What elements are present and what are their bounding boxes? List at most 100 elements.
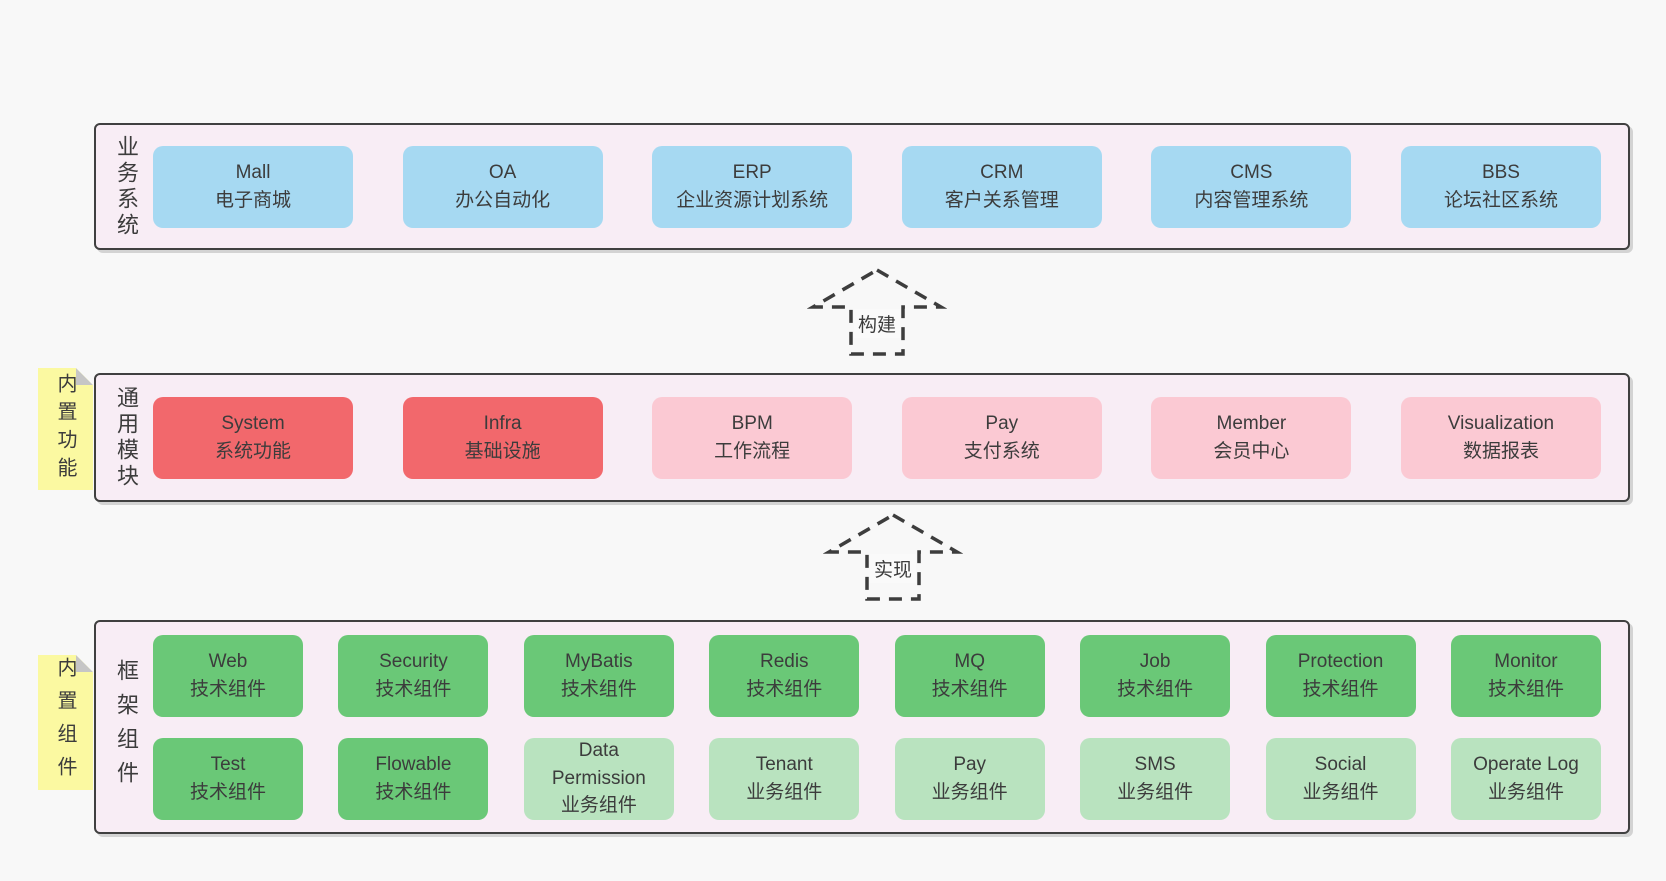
- box-tenant: Tenant 业务组件: [709, 737, 860, 820]
- sticky-note-builtin-components: 内置组件: [38, 655, 93, 790]
- note-text: 内置组件: [54, 656, 76, 789]
- box-title: SMS: [1134, 753, 1176, 775]
- box-subtitle: 业务组件: [746, 781, 823, 803]
- layer-common-modules: 通用模块 System 系统功能 Infra 基础设施 BPM 工作流程 Pay: [94, 373, 1630, 502]
- box-sms: SMS 业务组件: [1080, 737, 1231, 820]
- box-title: MyBatis: [565, 650, 633, 672]
- arrow-label: 实现: [869, 554, 917, 583]
- up-arrow-icon: [807, 267, 947, 356]
- box-title: BBS: [1481, 161, 1520, 183]
- box-title: ERP: [732, 161, 772, 183]
- box-subtitle: 基础设施: [464, 440, 541, 462]
- box-title: MQ: [954, 650, 985, 672]
- box-monitor: Monitor 技术组件: [1450, 634, 1601, 717]
- box-subtitle: 技术组件: [189, 678, 266, 700]
- box-subtitle: 技术组件: [375, 678, 452, 700]
- box-bpm: BPM 工作流程: [652, 396, 853, 479]
- box-title: Job: [1139, 650, 1171, 672]
- layer-business-systems: 业务系统 Mall 电子商城 OA 办公自动化 ERP 企业资源计划系统 CRM: [94, 123, 1630, 250]
- box-subtitle: 业务组件: [560, 795, 637, 817]
- box-visualization: Visualization 数据报表: [1400, 396, 1601, 479]
- arrow-label: 构建: [853, 309, 901, 338]
- box-subtitle: 业务组件: [1487, 781, 1564, 803]
- box-title: Protection: [1297, 650, 1384, 672]
- box-subtitle: 工作流程: [714, 440, 791, 462]
- box-bbs: BBS 论坛社区系统: [1400, 145, 1601, 228]
- box-test: Test 技术组件: [153, 737, 303, 820]
- box-title: Test: [210, 753, 246, 775]
- box-infra: Infra 基础设施: [402, 396, 603, 479]
- box-mall: Mall 电子商城: [153, 145, 353, 228]
- box-mq: MQ 技术组件: [894, 634, 1045, 717]
- box-subtitle: 数据报表: [1462, 440, 1539, 462]
- box-rows: Mall 电子商城 OA 办公自动化 ERP 企业资源计划系统 CRM 客户关系…: [153, 125, 1601, 248]
- arrow-implement: 实现: [823, 512, 963, 602]
- layer-label-text: 框架组件: [114, 659, 139, 795]
- box-subtitle: 内容管理系统: [1194, 189, 1309, 211]
- box-web: Web 技术组件: [153, 634, 303, 717]
- box-row: Mall 电子商城 OA 办公自动化 ERP 企业资源计划系统 CRM 客户关系…: [153, 145, 1601, 228]
- layer-framework-components: 框架组件 Web 技术组件 Security 技术组件 MyBatis 技术组件…: [94, 620, 1630, 834]
- box-title: Member: [1216, 412, 1287, 434]
- box-title: Monitor: [1494, 650, 1558, 672]
- box-job: Job 技术组件: [1080, 634, 1231, 717]
- box-rows: Web 技术组件 Security 技术组件 MyBatis 技术组件 Redi…: [153, 622, 1601, 832]
- box-subtitle: 技术组件: [1117, 678, 1194, 700]
- box-row: Web 技术组件 Security 技术组件 MyBatis 技术组件 Redi…: [153, 634, 1601, 717]
- layer-label-text: 通用模块: [114, 385, 139, 490]
- box-title: BPM: [731, 412, 773, 434]
- box-mybatis: MyBatis 技术组件: [523, 634, 674, 717]
- box-row: Test 技术组件 Flowable 技术组件 Data Permission …: [153, 737, 1601, 820]
- up-arrow-icon: [823, 512, 963, 601]
- box-title: Data Permission: [551, 740, 646, 789]
- box-erp: ERP 企业资源计划系统: [652, 145, 853, 228]
- box-subtitle: 业务组件: [1302, 781, 1379, 803]
- box-member: Member 会员中心: [1151, 396, 1352, 479]
- box-title: CMS: [1230, 161, 1273, 183]
- box-title: Social: [1314, 753, 1367, 775]
- box-title: Tenant: [755, 753, 813, 775]
- box-subtitle: 电子商城: [214, 189, 291, 211]
- box-title: Infra: [483, 412, 522, 434]
- note-fold-corner: [76, 655, 93, 672]
- box-pay-module: Pay 支付系统: [901, 396, 1102, 479]
- layer-label-modules: 通用模块: [109, 375, 143, 500]
- box-subtitle: 企业资源计划系统: [676, 189, 829, 211]
- box-rows: System 系统功能 Infra 基础设施 BPM 工作流程 Pay 支付系统…: [153, 375, 1601, 500]
- box-title: Web: [208, 650, 248, 672]
- box-subtitle: 客户关系管理: [944, 189, 1059, 211]
- sticky-note-builtin-features: 内置功能: [38, 368, 93, 490]
- box-title: Pay: [953, 753, 987, 775]
- box-subtitle: 技术组件: [1302, 678, 1379, 700]
- box-protection: Protection 技术组件: [1265, 634, 1416, 717]
- layer-label-text: 业务系统: [114, 134, 139, 239]
- box-subtitle: 业务组件: [1117, 781, 1194, 803]
- box-row: System 系统功能 Infra 基础设施 BPM 工作流程 Pay 支付系统…: [153, 396, 1601, 479]
- box-title: Flowable: [375, 753, 452, 775]
- box-subtitle: 技术组件: [375, 781, 452, 803]
- note-text: 内置功能: [54, 373, 76, 485]
- box-subtitle: 技术组件: [1487, 678, 1564, 700]
- box-social: Social 业务组件: [1265, 737, 1416, 820]
- box-title: CRM: [980, 161, 1024, 183]
- box-data-permission: Data Permission 业务组件: [523, 737, 674, 820]
- box-subtitle: 系统功能: [214, 440, 291, 462]
- box-title: Security: [379, 650, 448, 672]
- box-operate-log: Operate Log 业务组件: [1450, 737, 1601, 820]
- box-title: System: [221, 412, 285, 434]
- box-subtitle: 技术组件: [931, 678, 1008, 700]
- box-pay-component: Pay 业务组件: [894, 737, 1045, 820]
- box-oa: OA 办公自动化: [402, 145, 603, 228]
- box-redis: Redis 技术组件: [709, 634, 860, 717]
- box-subtitle: 支付系统: [963, 440, 1040, 462]
- box-title: Pay: [985, 412, 1019, 434]
- box-crm: CRM 客户关系管理: [901, 145, 1102, 228]
- box-subtitle: 办公自动化: [455, 189, 551, 211]
- arrow-build: 构建: [807, 267, 947, 357]
- box-subtitle: 业务组件: [931, 781, 1008, 803]
- box-subtitle: 技术组件: [189, 781, 266, 803]
- box-subtitle: 技术组件: [746, 678, 823, 700]
- box-subtitle: 论坛社区系统: [1443, 189, 1558, 211]
- box-title: OA: [488, 161, 517, 183]
